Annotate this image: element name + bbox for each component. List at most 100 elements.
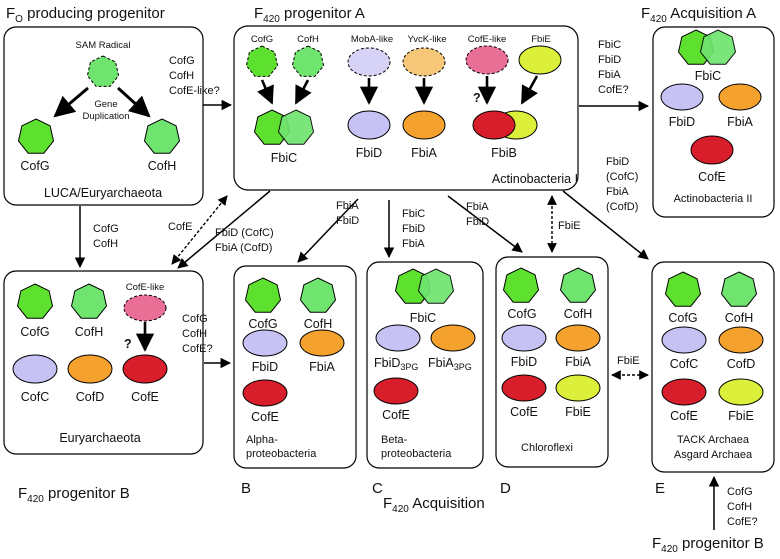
arrow-a-to-beta-label-2: FbiD	[402, 223, 425, 235]
tack-cofh-label: CofH	[725, 311, 753, 325]
arrow-a-to-tack-label-1: FbiD	[606, 156, 629, 168]
arrow-prog-b-to-tack-label-3: CofE?	[727, 516, 758, 528]
alpha-cofg-label: CofG	[248, 317, 277, 331]
arrow-b-to-alpha-label-1: CofG	[182, 313, 208, 325]
b-cofe-shape	[122, 354, 168, 384]
chloro-fbid-shape	[501, 324, 547, 352]
alpha-cofh-label: CofH	[304, 317, 332, 331]
beta-cofe-shape	[373, 377, 419, 405]
panel-alphaproteobacteria: CofG CofH FbiD FbiA CofE Alpha- proteoba…	[233, 265, 357, 497]
tack-fbie-shape	[718, 378, 764, 406]
arrow-a-to-beta-label-1: FbiC	[402, 208, 425, 220]
arrow-fo-to-b-label-2: CofH	[93, 238, 118, 250]
alpha-fbia-shape	[299, 329, 345, 357]
beta-fbia-label: FbiA3PG	[428, 356, 472, 372]
tack-cofe-shape	[661, 378, 707, 406]
gene-label: Gene	[94, 99, 117, 110]
acquisition-title: F420 Acquisition	[383, 495, 485, 515]
arrow-a-to-chloro-label-2: FbiD	[466, 216, 489, 228]
b-cofe-like-label: CofE-like	[126, 282, 165, 293]
acquisition-a-title: F420 Acquisition A	[641, 5, 756, 25]
arrow-fo-to-a-label-2: CofH	[169, 70, 194, 82]
panel-fo-progenitor: SAM Radical Gene Duplication CofG CofH L…	[3, 26, 204, 206]
acq-cofe-label: CofE	[698, 170, 726, 184]
chloro-fbia-shape	[555, 324, 601, 352]
a-fbid-shape	[347, 110, 391, 140]
panel-tack-asgard: CofG CofH CofC CofD CofE FbiE TACK Archa…	[651, 261, 775, 497]
panel-letter-c: C	[372, 480, 383, 497]
chloro-cofg-label: CofG	[507, 307, 536, 321]
a-fbid-label: FbiD	[356, 146, 382, 160]
arrow-fo-to-b-label-1: CofG	[93, 223, 119, 235]
arrow-a-to-acq-label-4: CofE?	[598, 84, 629, 96]
arrow-fbie-horizontal-label: FbiE	[617, 355, 640, 367]
arrow-cofe-dashed-label: CofE	[168, 221, 192, 233]
arrow-fo-to-a-label-3: CofE-like?	[169, 85, 220, 97]
a-cofh-top-label: CofH	[297, 34, 319, 45]
panel-acquisition-a: FbiC FbiD FbiA CofE Actinobacteria II	[652, 26, 775, 218]
chloro-cofe-shape	[501, 374, 547, 402]
beta-fbid-label: FbiD3PG	[374, 356, 418, 372]
chloro-panel-footer: Chloroflexi	[521, 442, 573, 454]
arrow-prog-b-to-tack-label-1: CofG	[727, 486, 753, 498]
panel-letter-b: B	[241, 480, 251, 497]
a-fbib-label: FbiB	[491, 146, 517, 160]
a-cofe-like-shape	[465, 45, 509, 75]
tack-cofc-shape	[661, 326, 707, 354]
beta-footer-2: proteobacteria	[381, 448, 452, 460]
a-fbic-label: FbiC	[271, 151, 297, 165]
alpha-footer-1: Alpha-	[246, 434, 278, 446]
a-fbia-shape	[402, 110, 446, 140]
arrow-a-to-beta-label-3: FbiA	[402, 238, 425, 250]
a-fbib-shape-left	[472, 110, 516, 140]
beta-cofe-label: CofE	[382, 408, 410, 422]
panel-letter-e: E	[655, 480, 665, 497]
tack-fbie-label: FbiE	[728, 409, 754, 423]
tack-cofg-label: CofG	[668, 311, 697, 325]
arrow-a-to-alpha-label-2: FbiD	[336, 215, 359, 227]
b-panel-footer: Euryarchaeota	[59, 431, 140, 445]
tack-cofc-label: CofC	[670, 357, 698, 371]
arrow-a-to-acq-label-2: FbiD	[598, 54, 621, 66]
arrow-cofe-dashed	[171, 195, 228, 265]
b-cofd-shape	[67, 354, 113, 384]
arrow-b-to-alpha-label-3: CofE?	[182, 343, 213, 355]
alpha-footer-2: proteobacteria	[246, 448, 317, 460]
alpha-fbid-label: FbiD	[252, 360, 278, 374]
panel-letter-d: D	[500, 480, 511, 497]
a-cofe-like-label: CofE-like	[468, 34, 507, 45]
acq-cofe-shape	[690, 135, 734, 165]
panel-chloroflexi: CofG CofH FbiD FbiA CofE FbiE Chloroflex…	[495, 256, 609, 497]
a-question-mark: ?	[473, 91, 481, 105]
beta-fbic-label: FbiC	[410, 311, 436, 325]
arrow-fbie-vertical-label: FbiE	[558, 220, 581, 232]
arrow-a-to-alpha	[297, 198, 359, 263]
chloro-cofh-label: CofH	[564, 307, 592, 321]
alpha-cofe-shape	[242, 379, 288, 407]
arrow-b-to-alpha-label-2: CofH	[182, 328, 207, 340]
b-cofd-label: CofD	[76, 390, 104, 404]
arrow-a-to-tack-label-2: (CofC)	[606, 171, 638, 183]
fo-panel-footer: LUCA/Euryarchaeota	[44, 186, 162, 200]
duplication-label: Duplication	[83, 111, 130, 122]
tack-cofd-label: CofD	[727, 357, 755, 371]
alpha-fbia-label: FbiA	[309, 360, 335, 374]
arrow-fo-to-a-label-1: CofG	[169, 55, 195, 67]
panel-betaproteobacteria: FbiC FbiD3PG FbiA3PG CofE Beta- proteoba…	[366, 261, 484, 497]
panel-progenitor-a: CofG CofH MobA-like YvcK-like CofE-like …	[233, 25, 579, 191]
a-moba-label: MobA-like	[351, 34, 393, 45]
a-fbia-label: FbiA	[411, 146, 437, 160]
a-yvck-label: YvcK-like	[407, 34, 446, 45]
b-question-mark: ?	[124, 337, 132, 351]
b-cofg-label: CofG	[20, 325, 49, 339]
progenitor-b-title: F420 progenitor B	[18, 485, 130, 505]
arrow-a-to-b-label-2: FbiA (CofD)	[215, 242, 272, 254]
arrow-a-to-acq-label-1: FbiC	[598, 39, 621, 51]
chloro-fbia-label: FbiA	[565, 355, 591, 369]
tack-cofd-shape	[718, 326, 764, 354]
acq-fbid-shape	[660, 83, 704, 111]
a-moba-shape	[347, 47, 391, 77]
a-panel-footer: Actinobacteria I	[492, 172, 578, 186]
arrows: CofG CofH CofE-like? FbiC FbiD FbiA CofE…	[74, 39, 758, 530]
